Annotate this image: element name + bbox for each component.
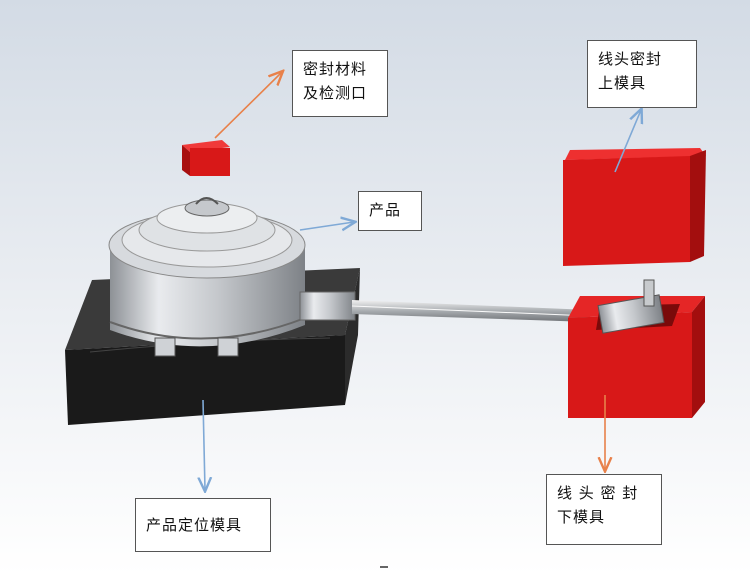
label-wire-seal-upper-line1: 线头密封 (598, 50, 663, 68)
connector-rod (299, 291, 591, 322)
label-product-fixture: 产品定位模具 (135, 498, 271, 552)
wire-seal-lower-mold (568, 279, 705, 418)
label-product-fixture-line1: 产品定位模具 (146, 516, 243, 534)
label-wire-seal-upper-line2: 上模具 (598, 74, 647, 92)
arrow-to-seal-material (214, 72, 282, 139)
bottom-mark (380, 566, 388, 568)
arrow-to-fixture (203, 399, 205, 490)
arrow-to-upper-mold (614, 110, 641, 173)
label-wire-seal-lower-line1: 线 头 密 封 (557, 484, 639, 502)
label-seal-material-line1: 密封材料 (303, 60, 368, 78)
wire-seal-upper-mold (563, 148, 706, 266)
label-seal-material: 密封材料 及检测口 (292, 50, 388, 117)
label-seal-material-line2: 及检测口 (303, 84, 368, 102)
arrow-to-product (299, 222, 354, 230)
label-product: 产品 (358, 191, 422, 231)
seal-material-block (182, 140, 230, 176)
label-product-line1: 产品 (369, 201, 402, 219)
label-wire-seal-lower: 线 头 密 封 下模具 (546, 474, 662, 545)
product-cylinder (108, 197, 306, 357)
label-wire-seal-lower-line2: 下模具 (557, 508, 606, 526)
label-wire-seal-upper: 线头密封 上模具 (587, 40, 697, 108)
